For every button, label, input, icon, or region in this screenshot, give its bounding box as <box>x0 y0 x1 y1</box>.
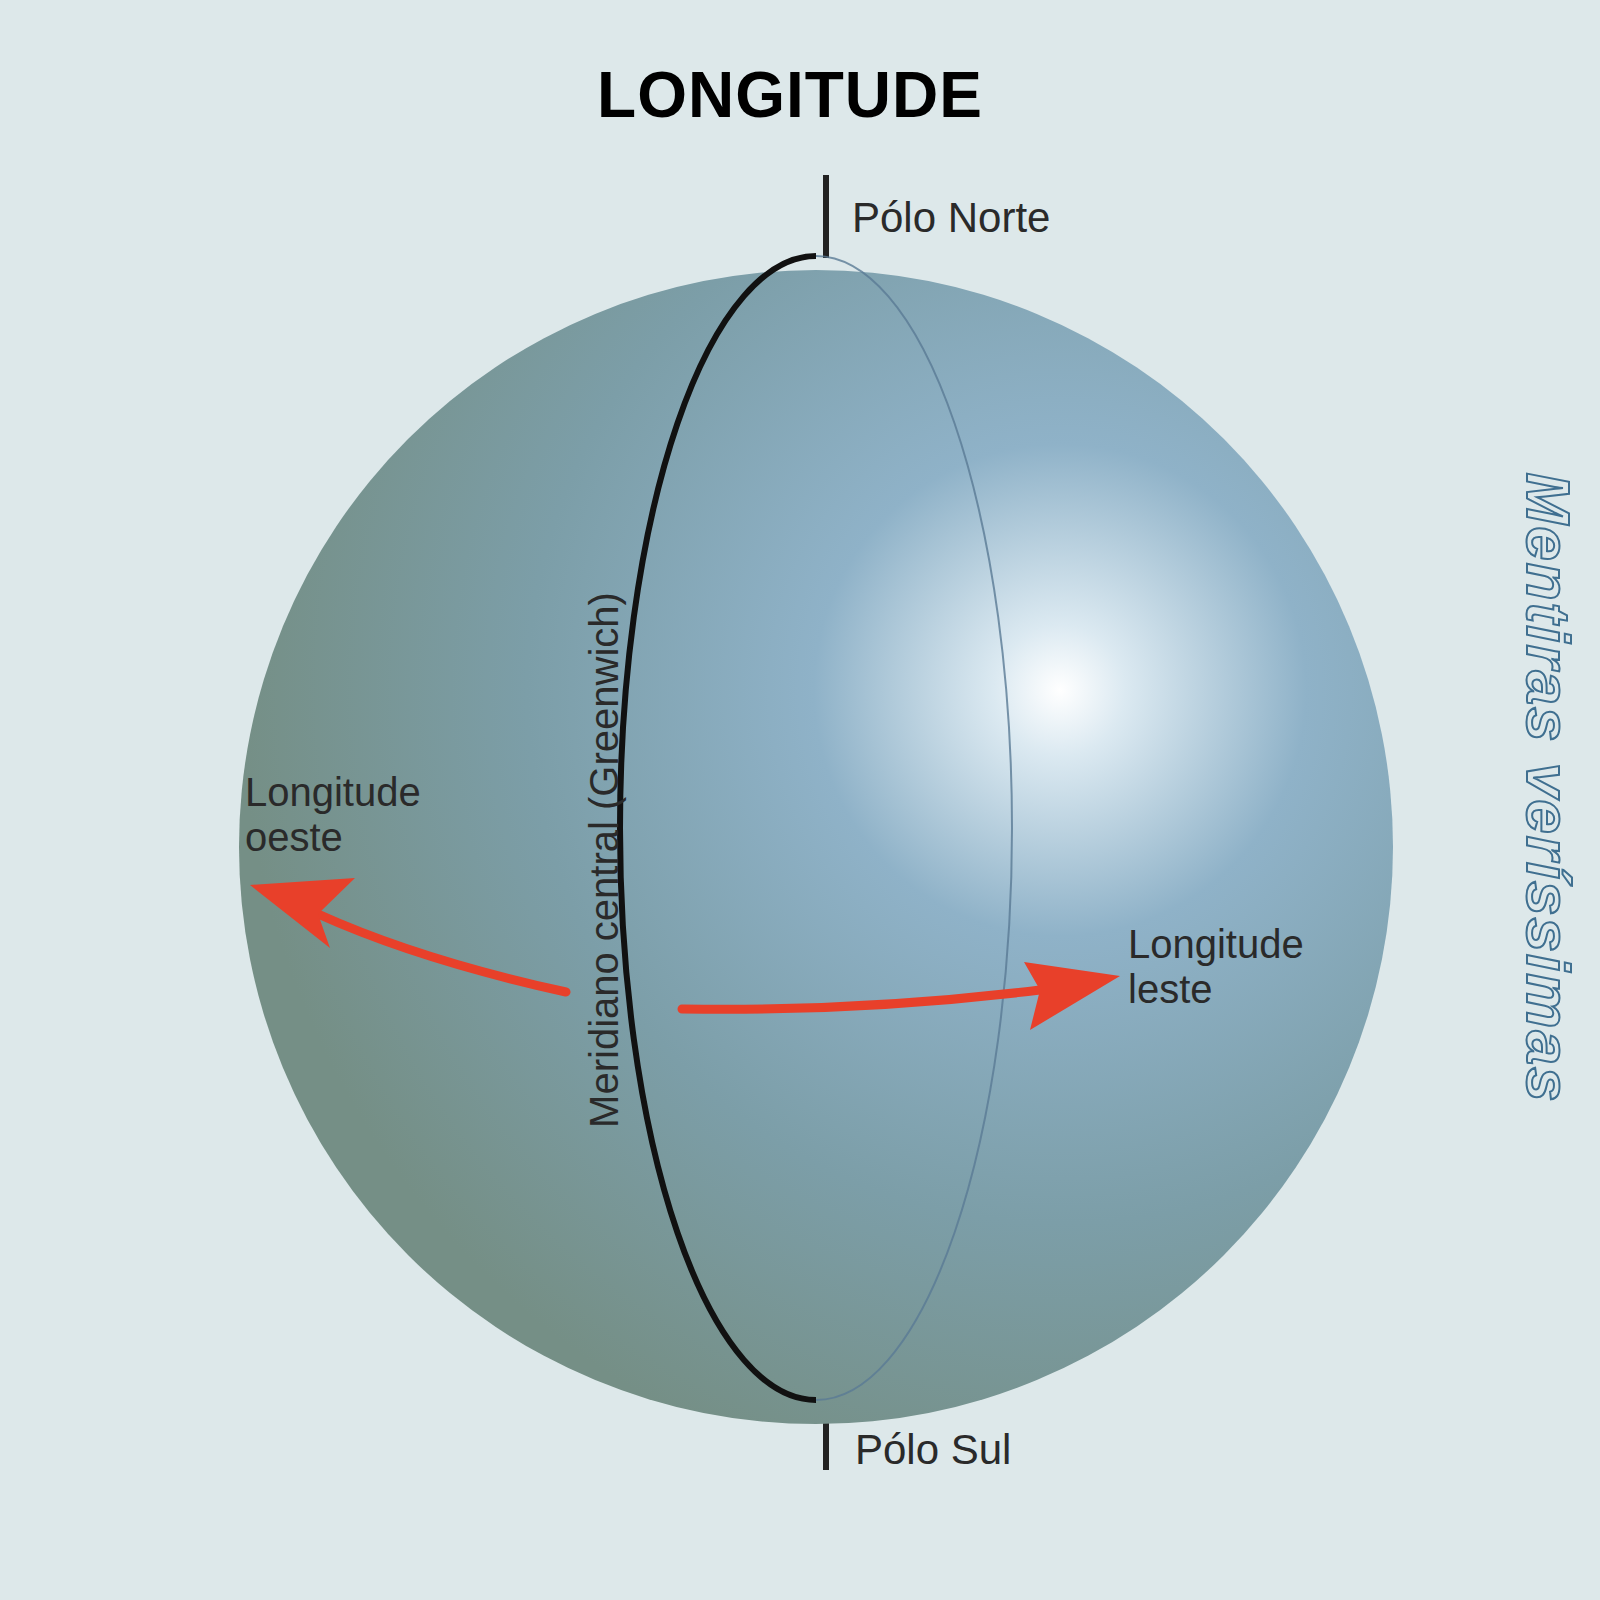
axis-line <box>823 175 829 258</box>
label: Meridiano central (Greenwich) <box>582 592 627 1128</box>
label: Pólo Norte <box>852 194 1050 241</box>
watermark: Mentiras veríssimas <box>1513 473 1582 1104</box>
label: Longitude leste <box>1128 922 1368 1012</box>
label: Pólo Sul <box>855 1426 1011 1473</box>
back-meridian <box>816 256 1012 1400</box>
globe <box>239 270 1393 1424</box>
west-arrowhead <box>250 878 355 948</box>
west-arrow <box>318 914 566 992</box>
greenwich-meridian <box>620 256 816 1400</box>
east-arrowhead <box>1024 962 1120 1030</box>
east-arrow <box>682 990 1040 1009</box>
title: LONGITUDE <box>0 58 1580 132</box>
label: Longitude oeste <box>245 770 485 860</box>
